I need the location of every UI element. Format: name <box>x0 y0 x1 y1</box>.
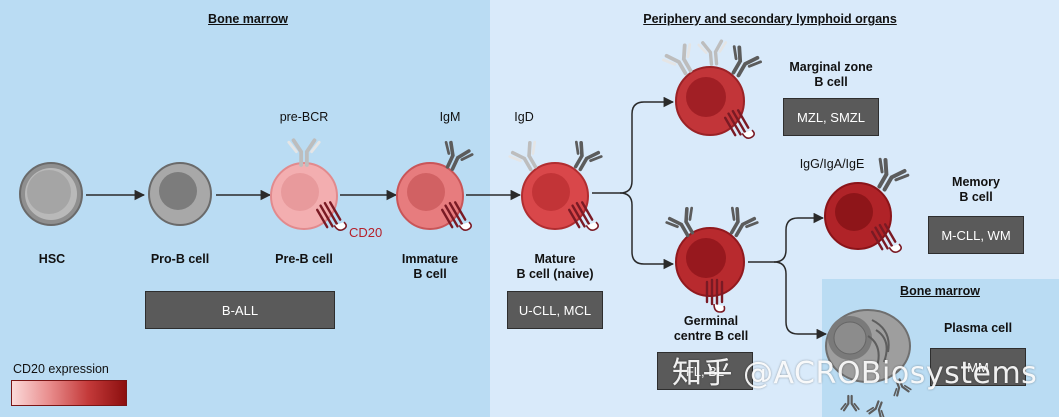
pre-bcr-label: pre-BCR <box>279 110 329 124</box>
pre-b-cell-icon <box>270 138 349 238</box>
immature-label-line1: Immature <box>401 252 459 266</box>
igd-label: IgD <box>514 110 534 124</box>
watermark: 知乎 @ACROBiosystems <box>672 356 1038 391</box>
disease-box-mature: U-CLL, MCL <box>507 291 603 329</box>
mature-label: Mature B cell (naive) <box>516 252 593 282</box>
memory-label-line2: B cell <box>959 190 993 204</box>
germinal-centre-label: Germinal centre B cell <box>674 314 748 344</box>
plasma-cell-icon <box>825 309 913 417</box>
bone-marrow-header: Bone marrow <box>208 12 288 26</box>
germinal-centre-label-line2: centre B cell <box>673 329 749 343</box>
marginal-zone-label-line1: Marginal zone <box>789 60 873 74</box>
cd20-legend-gradient <box>11 380 127 406</box>
pro-b-cell-icon <box>148 162 212 226</box>
memory-label-line1: Memory <box>952 175 1000 189</box>
disease-box-memory: M-CLL, WM <box>928 216 1024 254</box>
cd20-legend-title: CD20 expression <box>13 362 109 376</box>
switched-ig-label: IgG/IgA/IgE <box>799 157 865 171</box>
disease-box-plasma: MM <box>930 348 1026 386</box>
marginal-zone-label-line2: B cell <box>814 75 848 89</box>
immature-b-cell-icon <box>396 138 475 238</box>
disease-box-b-all: B-ALL <box>145 291 335 329</box>
marginal-zone-b-cell-icon <box>660 39 764 146</box>
arrow-germinal-to-plasma <box>773 261 828 340</box>
hsc-label: HSC <box>38 252 66 266</box>
mature-label-line1: Mature <box>534 252 576 266</box>
periphery-header: Periphery and secondary lymphoid organs <box>643 12 897 26</box>
cd20-label: CD20 <box>349 225 383 240</box>
bone-marrow-inset-header: Bone marrow <box>900 284 980 298</box>
arrow-mature-to-marginal <box>592 96 675 194</box>
immature-label: Immature B cell <box>402 252 458 282</box>
arrow-mature-to-germinal <box>619 192 675 270</box>
arrows <box>86 96 828 340</box>
mature-label-line2: B cell (naive) <box>516 267 594 281</box>
disease-box-marginal: MZL, SMZL <box>783 98 879 136</box>
arrow-germinal-to-memory <box>748 212 825 263</box>
memory-label: Memory B cell <box>952 175 1000 205</box>
immature-label-line2: B cell <box>413 267 447 281</box>
marginal-zone-label: Marginal zone B cell <box>789 60 872 90</box>
plasma-cell-label: Plasma cell <box>943 321 1013 335</box>
pre-b-label: Pre-B cell <box>275 252 333 266</box>
germinal-centre-label-line1: Germinal <box>683 314 739 328</box>
hsc-cell-icon <box>19 162 83 226</box>
igm-label: IgM <box>439 110 461 124</box>
pro-b-label: Pro-B cell <box>150 252 210 266</box>
memory-b-cell-icon <box>824 155 911 260</box>
mature-b-cell-icon <box>507 138 604 238</box>
disease-box-germinal: FL, BL <box>657 352 753 390</box>
germinal-centre-b-cell-icon <box>664 204 760 314</box>
